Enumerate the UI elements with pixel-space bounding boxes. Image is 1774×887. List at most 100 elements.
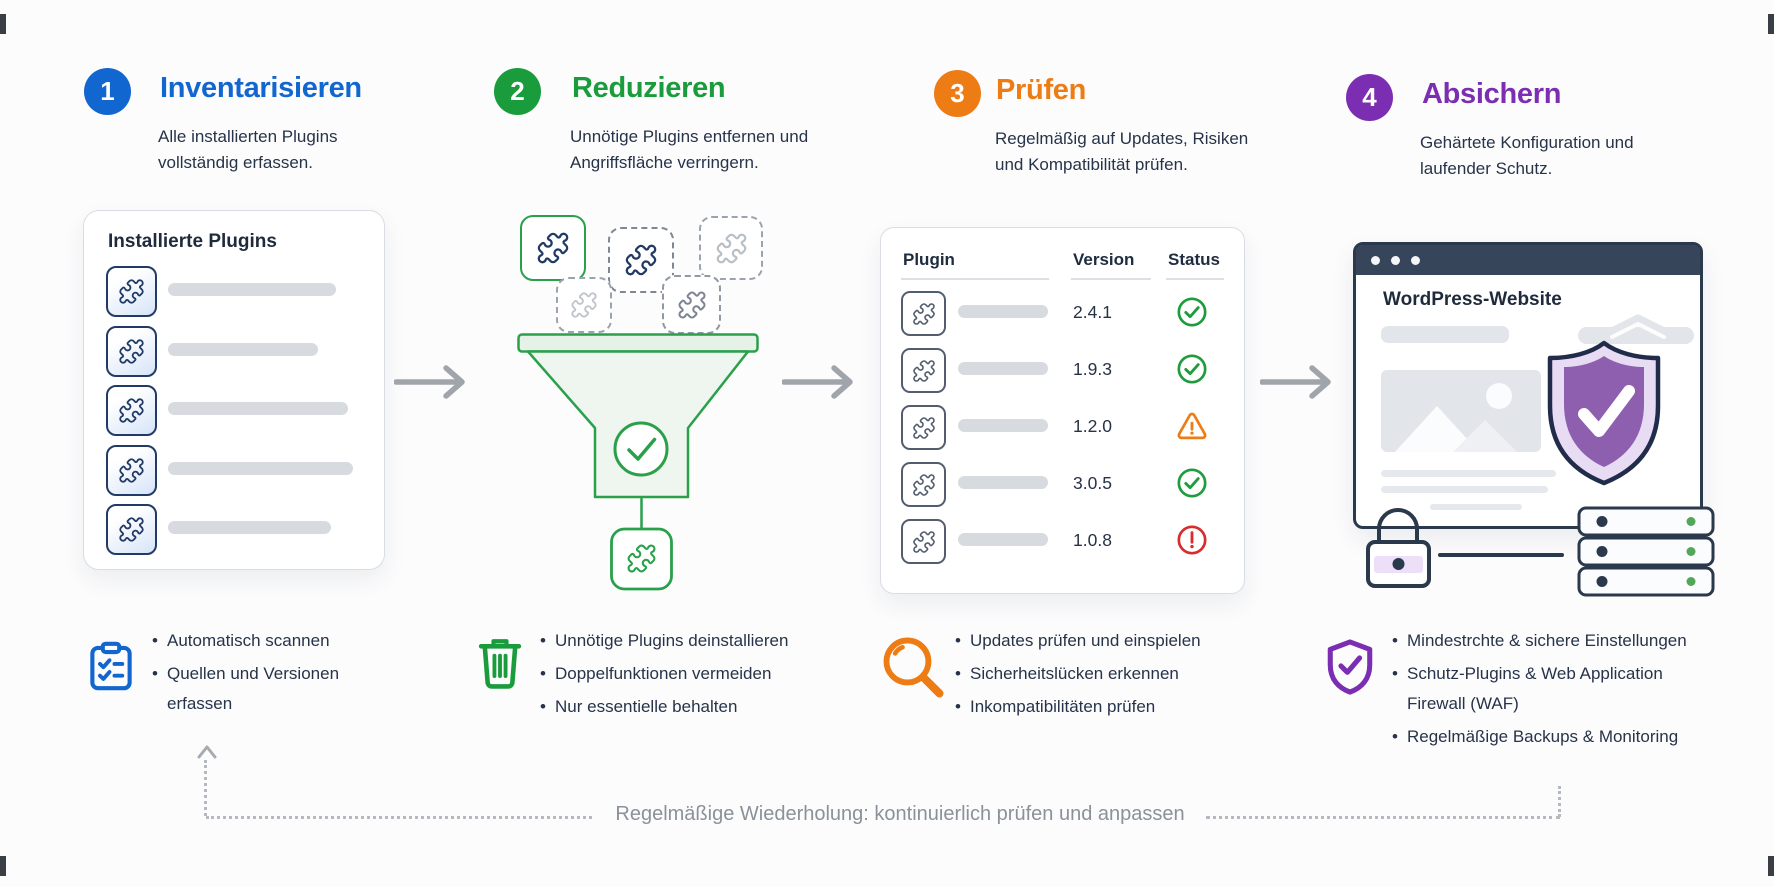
status-icon-cell xyxy=(1175,523,1209,557)
puzzle-icon xyxy=(715,232,748,265)
shield-check-badge xyxy=(1547,340,1661,486)
col-header-version: Version xyxy=(1073,250,1135,269)
step-4-detail-icon xyxy=(1318,628,1382,711)
status-icon-cell xyxy=(1175,409,1209,443)
step-2-badge: 2 xyxy=(494,68,541,115)
plugin-item-icon xyxy=(901,348,946,393)
col-header-plugin: Plugin xyxy=(903,250,955,269)
bullet-item: Mindestrchte & sichere Einstellungen xyxy=(1390,626,1700,656)
bullet-item: Regelmäßige Backups & Monitoring xyxy=(1390,722,1700,752)
browser-titlebar xyxy=(1356,245,1700,275)
step-1-title: Inventarisieren xyxy=(160,72,362,104)
step-4-header: 4 Absichern Gehärtete Konfiguration und … xyxy=(1346,74,1634,178)
puzzle-icon xyxy=(912,302,936,326)
plugin-item-icon xyxy=(901,519,946,564)
puzzle-icon xyxy=(118,457,145,484)
version-value: 3.0.5 xyxy=(1073,473,1112,493)
text-line-bar xyxy=(1381,470,1556,477)
server-stack-icon xyxy=(1577,506,1715,597)
plugin-name-bar xyxy=(958,533,1048,546)
panel-title: Installierte Plugins xyxy=(108,231,277,252)
plugin-item-icon xyxy=(106,266,157,317)
bullet-item: Automatisch scannen xyxy=(150,626,355,656)
puzzle-icon xyxy=(118,516,145,543)
funnel-graphic xyxy=(517,333,759,591)
bullet-item: Updates prüfen und einspielen xyxy=(953,626,1223,656)
step-2-bullets: Unnötige Plugins deinstallieren Doppelfu… xyxy=(538,626,808,725)
window-dot xyxy=(1391,255,1400,265)
puzzle-icon xyxy=(912,530,936,554)
step-1-badge: 1 xyxy=(84,68,131,115)
version-value: 1.2.0 xyxy=(1073,416,1112,436)
check-circle-icon xyxy=(1177,468,1207,498)
plugin-item-icon xyxy=(106,385,157,436)
step-3-title: Prüfen xyxy=(996,74,1087,106)
check-circle-icon xyxy=(1177,354,1207,384)
magnifier-icon xyxy=(883,637,944,698)
plugin-item-icon xyxy=(106,326,157,377)
trash-icon xyxy=(478,639,522,689)
plugin-name-bar xyxy=(958,476,1048,489)
step-3-detail-icon xyxy=(876,630,950,709)
plugin-name-bar xyxy=(958,419,1048,432)
step-2-description: Unnötige Plugins entfernen und Angriffsf… xyxy=(570,127,809,173)
version-value: 1.0.8 xyxy=(1073,530,1112,550)
edge-nub xyxy=(1768,856,1774,876)
step-4-bullets: Mindestrchte & sichere Einstellungen Sch… xyxy=(1390,626,1700,755)
step-3-badge: 3 xyxy=(934,70,981,117)
removed-plugin-tile xyxy=(662,275,721,334)
bullet-item: Quellen und Versionen erfassen xyxy=(150,659,355,719)
plugin-name-bar xyxy=(168,462,353,475)
plugin-item-icon xyxy=(901,462,946,507)
step-4-badge: 4 xyxy=(1346,74,1393,121)
check-circle-icon xyxy=(1177,297,1207,327)
check-circle-icon xyxy=(613,421,669,477)
arrow-right-icon xyxy=(1260,365,1331,399)
bullet-item: Schutz-Plugins & Web Application Firewal… xyxy=(1390,659,1700,719)
loop-line-right-vertical xyxy=(1558,786,1561,817)
puzzle-icon xyxy=(118,397,145,424)
step-2-detail-icon xyxy=(471,628,529,701)
arrow-right-icon xyxy=(394,365,465,399)
clipboard-checklist-icon xyxy=(90,641,132,691)
header-rule xyxy=(1166,278,1224,280)
text-line-bar xyxy=(1381,486,1548,493)
shield-check-icon xyxy=(1327,639,1373,695)
puzzle-icon xyxy=(912,359,936,383)
step-3-description: Regelmäßig auf Updates, Risiken und Komp… xyxy=(995,129,1249,175)
step-3-header: 3 Prüfen Regelmäßig auf Updates, Risiken… xyxy=(934,70,1248,174)
version-value: 2.4.1 xyxy=(1073,302,1112,322)
puzzle-icon xyxy=(118,278,145,305)
edge-nub xyxy=(0,14,6,34)
edge-nub xyxy=(1768,14,1774,34)
removed-plugin-tile xyxy=(556,277,612,333)
loop-arrow-up-icon xyxy=(197,745,217,759)
bullet-item: Doppelfunktionen vermeiden xyxy=(538,659,808,689)
plugin-item-icon xyxy=(901,405,946,450)
col-header-status: Status xyxy=(1168,250,1220,269)
bullet-item: Unnötige Plugins deinstallieren xyxy=(538,626,808,656)
step-1-bullets: Automatisch scannen Quellen und Versione… xyxy=(150,626,355,722)
essential-plugin-tile xyxy=(610,527,673,591)
step-3-bullets: Updates prüfen und einspielen Sicherheit… xyxy=(953,626,1223,725)
kept-plugin-tile xyxy=(520,215,586,281)
step-4-title: Absichern xyxy=(1422,78,1562,110)
warning-triangle-icon xyxy=(1177,412,1207,440)
puzzle-icon xyxy=(536,231,570,265)
image-placeholder xyxy=(1381,370,1541,452)
loop-line-left-vertical xyxy=(204,760,207,816)
plugin-item-icon xyxy=(106,504,157,555)
candidate-plugin-tile xyxy=(608,227,674,293)
edge-nub xyxy=(0,856,6,876)
plugin-name-bar xyxy=(168,343,318,356)
plugin-status-table: Plugin Version Status 2.4.1 1.9.3 xyxy=(880,227,1245,594)
arrow-right-icon xyxy=(782,365,853,399)
status-icon-cell xyxy=(1175,466,1209,500)
website-title: WordPress-Website xyxy=(1383,289,1562,310)
header-rule xyxy=(901,278,1049,280)
step-2-header: 2 Reduzieren Unnötige Plugins entfernen … xyxy=(494,68,808,172)
puzzle-icon xyxy=(624,243,658,277)
version-value: 1.9.3 xyxy=(1073,359,1112,379)
puzzle-icon xyxy=(118,338,145,365)
